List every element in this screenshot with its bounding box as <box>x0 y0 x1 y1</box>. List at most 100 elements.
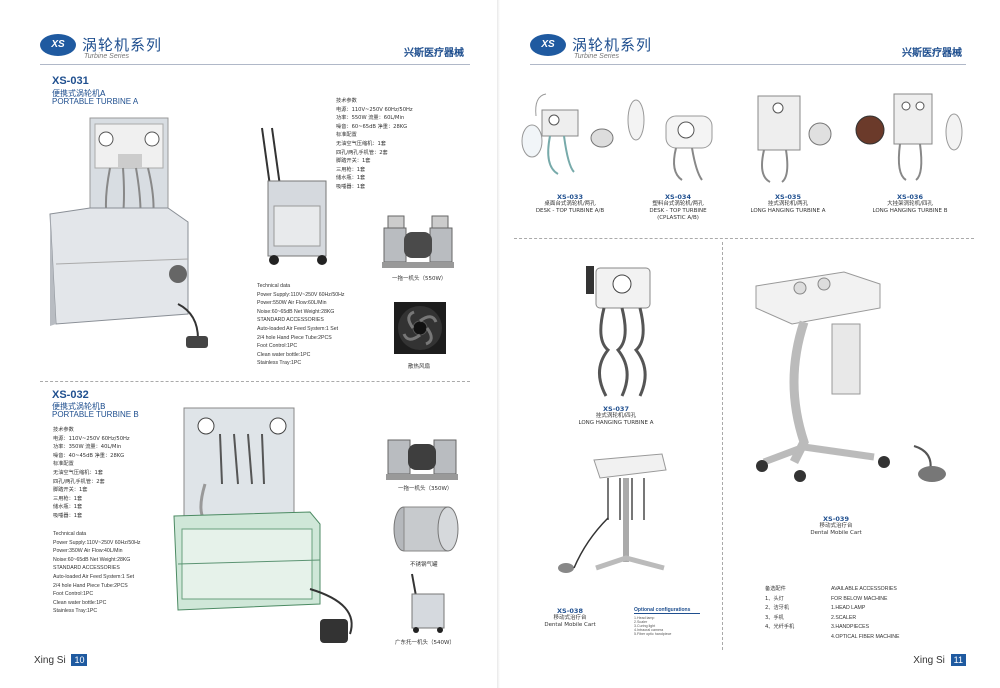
trolley-caption: 广东托一机头（540W） <box>395 640 455 646</box>
spec-line: 标准配置 <box>336 132 357 139</box>
footer-brand: Xing Si <box>34 655 66 666</box>
optional-item: 2.Scaler <box>634 620 648 624</box>
spec-line: Foot Control:1PC <box>53 591 94 598</box>
optional-configurations: Optional configurations 1.Head lamp 2.Sc… <box>634 607 700 647</box>
product-name-cn: 移动式治疗台 <box>819 523 853 529</box>
spec-line: 2/4 hole Hand Piece Tube:2PCS <box>257 334 332 341</box>
dental-mobile-cart-large-image <box>755 271 946 482</box>
brand-name: 兴斯医疗器械 <box>404 48 464 59</box>
trolley-unit-image <box>411 573 445 633</box>
spec-line: 吸唾器：1套 <box>336 183 366 190</box>
catalog-page-right: XS 涡轮机系列 Turbine Series 兴斯医疗器械 XS-033 <box>500 0 1000 688</box>
spec-line: Power:550W Air Flow:60L/Min <box>257 300 327 307</box>
product-name-en: LONG HANGING TURBINE A <box>750 208 826 214</box>
product-caption: XS-037 挂式涡轮机/四孔 LONG HANGING TURBINE A <box>570 406 662 427</box>
spec-line: 吸唾器：1套 <box>53 512 83 519</box>
accessory-en: AVAILABLE ACCESSORIES <box>831 586 897 592</box>
optional-item: 5.Fiber optic handpiece <box>634 632 672 636</box>
portable-turbine-b-image <box>173 407 353 643</box>
product-name-en: LONG HANGING TURBINE B <box>872 208 948 214</box>
spec-line: Foot Control:1PC <box>257 343 298 350</box>
spec-line: Power:350W Air Flow:40L/Min <box>53 548 123 555</box>
page-header: XS 涡轮机系列 Turbine Series 兴斯医疗器械 <box>0 26 500 66</box>
product-code: XS-034 <box>665 193 691 201</box>
series-title-en: Turbine Series <box>84 53 130 60</box>
series-title-en: Turbine Series <box>574 53 620 60</box>
page-number: 11 <box>950 654 966 666</box>
spec-list-en-b: Technical data Power Supply:110V~250V 60… <box>53 530 140 616</box>
spec-line: 技术参数 <box>336 98 357 104</box>
spec-line: Noise:60~65dB Net Weight:28KG <box>257 308 335 315</box>
section-divider <box>514 238 974 239</box>
optional-item: 1.Head lamp <box>634 616 655 620</box>
accessory-en: 2.SCALER <box>831 614 857 621</box>
compressor-caption: 一拖一机头（550W） <box>392 276 447 282</box>
product-code: XS-038 <box>557 607 583 615</box>
compressor-550w-image <box>382 215 454 268</box>
product-caption: XS-035 挂式涡轮机/两孔 LONG HANGING TURBINE A <box>748 194 828 215</box>
product-name-cn: 大挂架涡轮机/四孔 <box>887 201 933 207</box>
portable-turbine-a-image <box>49 117 208 348</box>
product-code: XS-035 <box>775 193 801 201</box>
compressor-350w-image <box>386 439 458 480</box>
product-name-en: LONG HANGING TURBINE A <box>578 420 654 426</box>
product-name-en: Dental Mobile Cart <box>810 530 862 536</box>
stainless-tank-image <box>393 506 459 552</box>
footer-brand: Xing Si <box>913 655 945 666</box>
product-caption: XS-038 移动式治疗台 Dental Mobile Cart <box>530 608 610 629</box>
cooling-fan-image <box>394 302 446 354</box>
model-code: XS-032 <box>52 389 89 401</box>
spec-line: 功率：350W 流量：40L/Min <box>53 444 122 451</box>
spec-line: 四孔/两孔手机管：2套 <box>53 478 105 485</box>
desk-top-turbine-ab-image <box>521 93 614 175</box>
product-caption: XS-034 塑料台式涡轮机/两孔 DESK - TOP TURBINE (CP… <box>638 194 718 222</box>
optional-item: 3.Curing light <box>634 624 656 628</box>
spec-line: 噪音：60~65dB 净重：28KG <box>336 123 408 130</box>
spec-line: Noise:60~65dB Net Weight:28KG <box>53 556 131 563</box>
model-name-cn: 便携式涡轮机A <box>52 89 106 98</box>
series-title-cn: 涡轮机系列 <box>572 36 653 54</box>
spec-line: Technical data <box>53 531 87 537</box>
product-name-cn: 塑料台式涡轮机/两孔 <box>652 201 704 207</box>
product-name-en: (CPLASTIC A/B) <box>657 215 699 221</box>
desk-top-turbine-plastic-image <box>627 99 713 181</box>
accessory-cn: 1、头灯 <box>765 595 784 602</box>
spec-line: Power Supply:110V~250V 60Hz/50Hz <box>257 291 345 298</box>
spec-line: 标准配置 <box>53 461 74 468</box>
product-name-en: DESK - TOP TURBINE A/B <box>535 208 605 214</box>
accessory-en: 1.HEAD LAMP <box>831 605 866 611</box>
model-code: XS-031 <box>52 75 89 87</box>
long-hanging-turbine-a-image <box>757 95 832 183</box>
dental-mobile-cart-small-image <box>558 453 667 573</box>
spec-line: Stainless Tray:1PC <box>257 360 302 367</box>
product-name-cn: 挂式涡轮机/四孔 <box>595 413 637 419</box>
spec-line: STANDARD ACCESSORIES <box>257 317 324 324</box>
compressor-caption: 一拖一机头（350W） <box>398 486 453 492</box>
model-name-cn: 便携式涡轮机B <box>52 402 106 411</box>
spec-line: 电源：110V~250V 60Hz/50Hz <box>53 435 130 442</box>
brand-name: 兴斯医疗器械 <box>902 48 962 59</box>
page-footer: Xing Si 11 <box>913 654 966 666</box>
xs-logo: XS <box>530 34 566 56</box>
page-footer: Xing Si 10 <box>34 654 88 666</box>
spec-line: Clean water bottle:1PC <box>257 351 311 358</box>
spec-line: Auto-loaded Air Feed System:1 Set <box>53 573 135 580</box>
product-code: XS-033 <box>557 193 583 201</box>
product-caption: XS-033 桌面台式涡轮机/两孔 DESK - TOP TURBINE A/B <box>530 194 610 215</box>
spec-line: 电源：110V~250V 60Hz/50Hz <box>336 106 413 113</box>
product-name-en: DESK - TOP TURBINE <box>649 208 707 214</box>
spec-line: Power Supply:110V~250V 60Hz/50Hz <box>53 539 141 546</box>
model-name-en: PORTABLE TURBINE A <box>52 97 139 106</box>
spec-list-cn-a: 技术参数 电源：110V~250V 60Hz/50Hz 功率：550W 流量：6… <box>336 97 413 192</box>
spec-line: 脚踏开关：1套 <box>53 487 88 494</box>
spec-line: 无油空气压缩机：1套 <box>53 469 103 476</box>
tank-caption: 不锈钢气罐 <box>410 562 438 568</box>
accessory-en: 4.OPTICAL FIBER MACHINE <box>831 633 900 640</box>
page-number: 10 <box>71 654 88 666</box>
spec-list-en-a: Technical data Power Supply:110V~250V 60… <box>257 282 344 368</box>
page-header: XS 涡轮机系列 Turbine Series 兴斯医疗器械 <box>500 26 1000 66</box>
accessory-en: FOR BELOW MACHINE <box>831 595 888 602</box>
long-hanging-turbine-a-large-image <box>586 266 651 397</box>
spec-line: 储水瓶：1套 <box>53 504 83 511</box>
